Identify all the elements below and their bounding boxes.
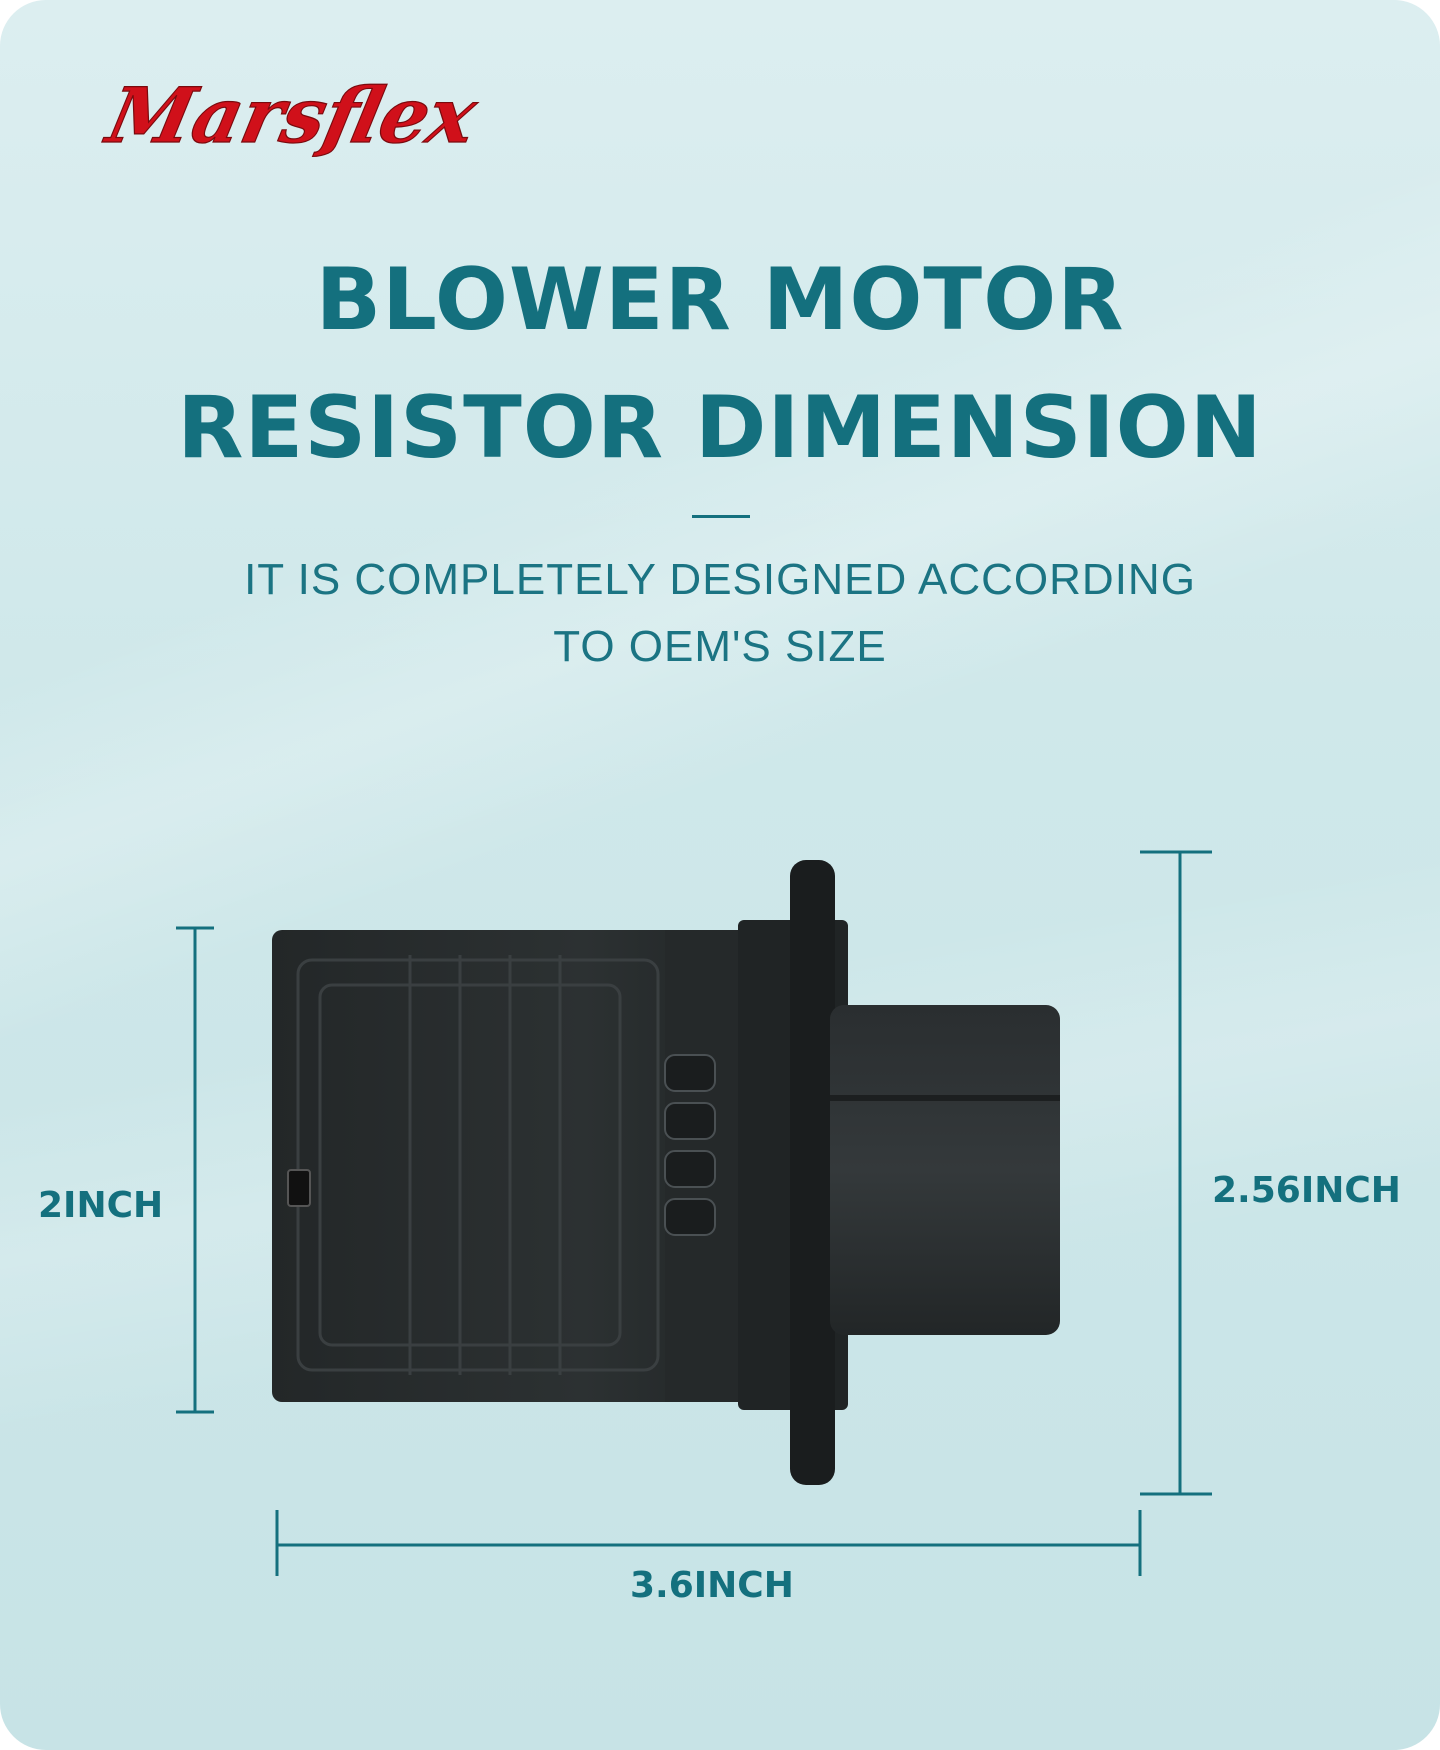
- brand-logo: Marsflex: [96, 71, 485, 161]
- page-title-line-1: BLOWER MOTOR: [315, 250, 1125, 350]
- svg-text:Marsflex: Marsflex: [97, 72, 485, 161]
- description-line-1: IT IS COMPLETELY DESIGNED ACCORDING: [244, 555, 1196, 604]
- width-label: 3.6INCH: [630, 1565, 794, 1606]
- height-body-label: 2INCH: [38, 1185, 164, 1226]
- height-overall-label: 2.56INCH: [1212, 1170, 1401, 1211]
- page-title-line-2: RESISTOR DIMENSION: [177, 378, 1263, 478]
- title-divider: [692, 515, 750, 518]
- blower-motor-resistor-image: [272, 860, 1060, 1485]
- description-line-2: TO OEM'S SIZE: [553, 622, 887, 671]
